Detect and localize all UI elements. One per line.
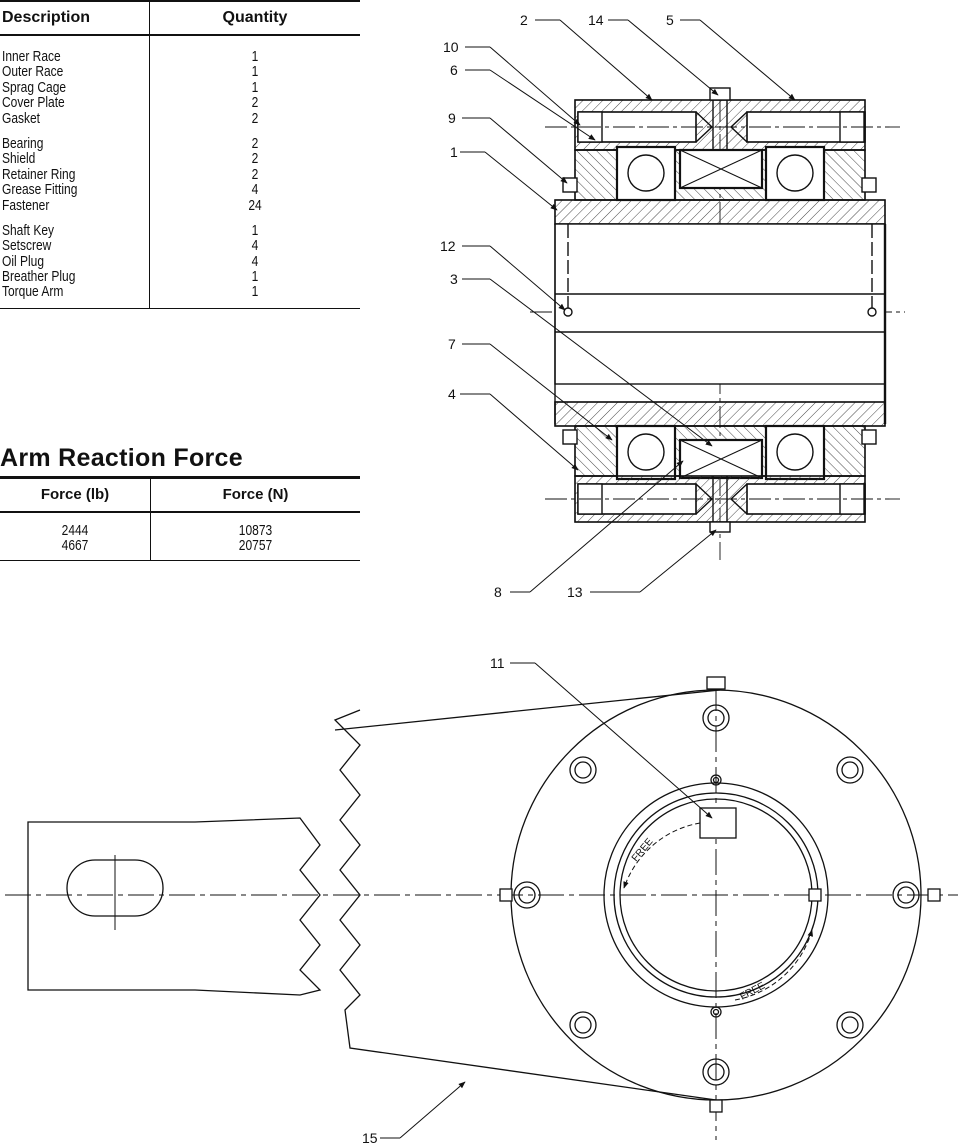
force-lb-column: 2444 4667 (0, 513, 151, 560)
table-row: Breather Plug (2, 268, 76, 286)
section-leader-lines (460, 19, 796, 593)
callout-2: 2 (520, 12, 528, 28)
callout-6: 6 (450, 62, 458, 78)
keyway-notch (808, 888, 822, 902)
upper-housing (562, 87, 877, 202)
table-cell: 1 (251, 221, 259, 239)
table-row: Setscrew (2, 237, 52, 255)
description-column: Inner Race Outer Race Sprag Cage Cover P… (0, 36, 150, 308)
table-cell: 1 (251, 283, 259, 301)
table-cell: 4 (251, 181, 259, 199)
force-lb-column-header: Force (lb) (0, 479, 151, 511)
quantity-column-header: Quantity (222, 9, 288, 26)
shaft-bore (554, 223, 886, 385)
table-cell: 1 (251, 268, 259, 286)
free-direction-arrow-lower (734, 929, 813, 1001)
callout-3: 3 (450, 271, 458, 287)
table-row: Gasket (2, 109, 41, 127)
table-row: Outer Race (2, 63, 64, 81)
callout-15: 15 (362, 1130, 378, 1146)
table-cell: 2 (251, 150, 259, 168)
force-n-column: 10873 20757 (151, 513, 360, 560)
quantity-column: 1 1 1 2 2 2 2 2 4 24 1 4 4 1 1 (150, 36, 360, 308)
arm-slot (66, 859, 164, 917)
section-view (530, 87, 905, 560)
table-cell: 1 (251, 48, 259, 65)
table-cell: 4 (251, 252, 259, 270)
description-column-header: Description (0, 2, 150, 34)
table-row: Shield (2, 150, 36, 168)
end-view (5, 662, 958, 1140)
callout-13: 13 (567, 584, 583, 600)
table-cell: 1 (251, 63, 259, 81)
table-cell: 24 (248, 196, 262, 214)
lower-housing (562, 424, 877, 533)
table-row: Fastener (2, 196, 50, 214)
table-cell: 2 (251, 165, 259, 183)
table-row: Sprag Cage (2, 78, 67, 96)
callout-12: 12 (440, 238, 456, 254)
table-row: Grease Fitting (2, 181, 78, 199)
table-cell: 2 (251, 94, 259, 112)
force-n-column-header: Force (N) (222, 486, 289, 503)
callout-14: 14 (588, 12, 604, 28)
table-cell: 4 (251, 237, 259, 255)
table-row: Inner Race (2, 48, 61, 65)
callout-8: 8 (494, 584, 502, 600)
force-table-body: 2444 4667 10873 20757 (0, 513, 360, 561)
torque-arm (27, 817, 322, 996)
parts-table-header: Description Quantity (0, 2, 360, 36)
table-row: Shaft Key (2, 221, 55, 239)
callout-5: 5 (666, 12, 674, 28)
table-cell: 1 (251, 78, 259, 96)
table-cell: 20757 (238, 537, 273, 555)
bolt-pattern (513, 704, 920, 1086)
free-direction-arrow-upper (623, 822, 701, 889)
table-cell: 4667 (61, 537, 89, 555)
callout-11: 11 (490, 655, 505, 671)
force-table-title: Arm Reaction Force (0, 444, 243, 472)
table-row: Oil Plug (2, 252, 45, 270)
table-cell: 2 (251, 109, 259, 127)
parts-table-body: Inner Race Outer Race Sprag Cage Cover P… (0, 36, 360, 309)
callout-7: 7 (448, 336, 456, 352)
table-row: Retainer Ring (2, 165, 76, 183)
callout-10: 10 (443, 39, 459, 55)
force-table-header: Force (lb) Force (N) (0, 479, 360, 513)
table-cell: 2444 (61, 522, 89, 539)
parts-table: Description Quantity Inner Race Outer Ra… (0, 0, 360, 309)
callout-9: 9 (448, 110, 456, 126)
free-label-upper: FREE (630, 836, 656, 864)
table-row: Bearing (2, 134, 44, 152)
force-table: Force (lb) Force (N) 2444 4667 10873 207… (0, 476, 360, 561)
table-cell: 10873 (238, 522, 273, 539)
callout-1: 1 (450, 144, 458, 160)
table-cell: 2 (251, 134, 259, 152)
callout-4: 4 (448, 386, 456, 402)
table-row: Cover Plate (2, 94, 65, 112)
force-table-top-rule (0, 476, 360, 479)
parts-table-top-rule (0, 0, 360, 2)
table-row: Torque Arm (2, 283, 64, 301)
